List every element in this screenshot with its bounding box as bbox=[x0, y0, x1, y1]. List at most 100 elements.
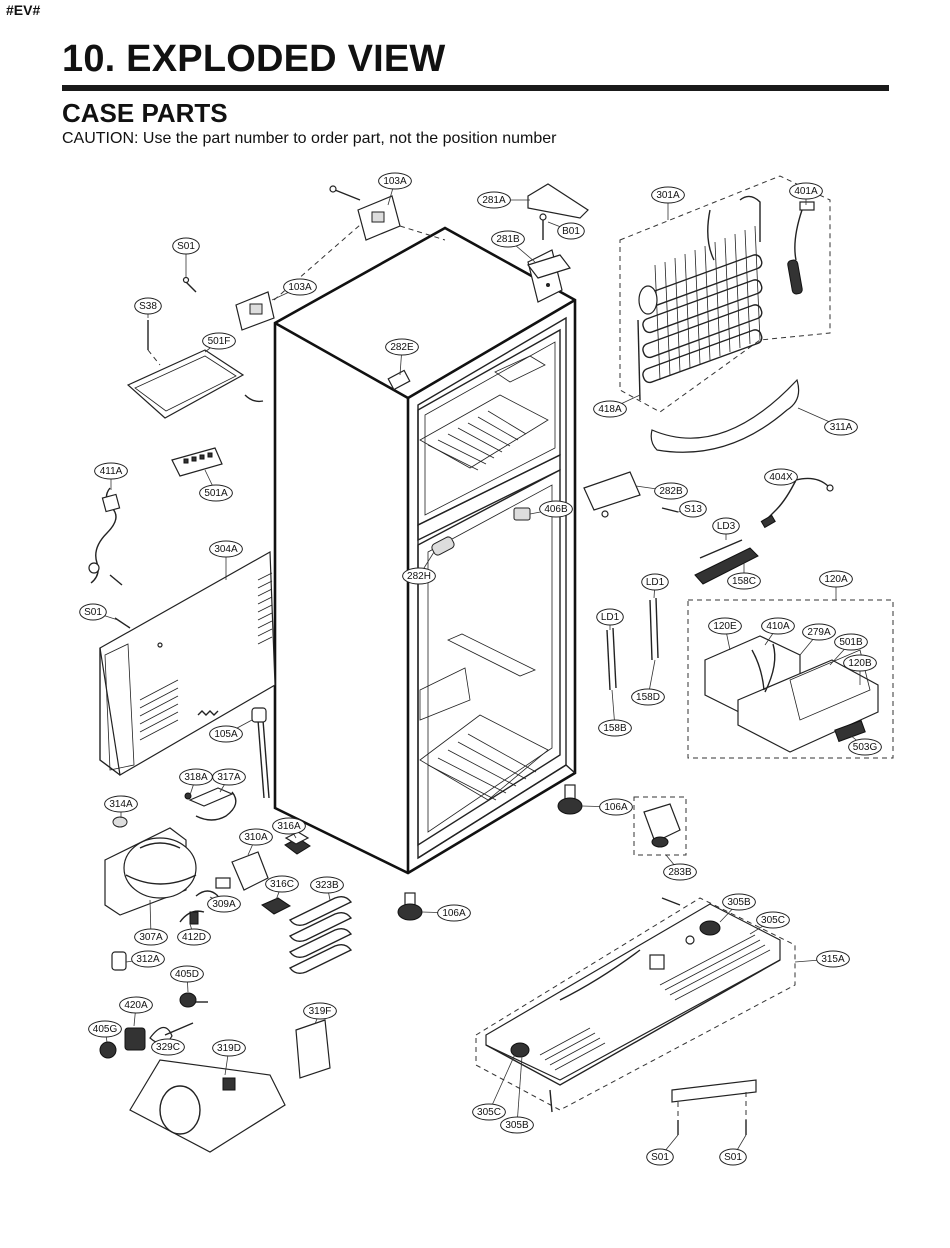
callout-text: S01 bbox=[724, 1152, 742, 1163]
callout-text: 323B bbox=[315, 880, 339, 891]
callout-text: 279A bbox=[807, 627, 831, 638]
compressor-section bbox=[99, 787, 353, 1153]
callout-329c: 329C bbox=[151, 1038, 185, 1056]
callout-text: 501B bbox=[839, 637, 863, 648]
callout-318a: 318A bbox=[179, 768, 213, 796]
callout-text: 281B bbox=[496, 234, 520, 245]
callout-314a: 314A bbox=[104, 795, 138, 818]
document-tag: #EV# bbox=[6, 2, 41, 18]
callout-120e: 120E bbox=[708, 617, 742, 651]
callout-text: 329C bbox=[156, 1042, 180, 1053]
callout-text: 501A bbox=[204, 488, 228, 499]
callout-text: 106A bbox=[442, 908, 466, 919]
callout-text: 305C bbox=[761, 915, 785, 926]
callout-text: 418A bbox=[598, 404, 622, 415]
callout-text: 120A bbox=[824, 574, 848, 585]
callout-281b: 281B bbox=[491, 230, 536, 263]
callout-305c-top: 305C bbox=[749, 911, 790, 935]
callout-317a: 317A bbox=[212, 768, 246, 793]
callout-158b: 158B bbox=[598, 689, 632, 737]
callout-404x: 404X bbox=[764, 468, 798, 486]
callout-158c: 158C bbox=[727, 560, 761, 590]
callout-b01: B01 bbox=[547, 221, 585, 240]
callout-text: 307A bbox=[139, 932, 163, 943]
callout-503g: 503G bbox=[848, 734, 882, 756]
callout-text: 158D bbox=[636, 692, 660, 703]
callout-text: 158C bbox=[732, 576, 756, 587]
led-parts bbox=[606, 539, 759, 691]
page-title: 10. EXPLODED VIEW bbox=[62, 38, 446, 80]
callout-305b-bot: 305B bbox=[500, 1055, 534, 1134]
callout-text: S38 bbox=[139, 301, 157, 312]
callout-text: 305C bbox=[477, 1107, 501, 1118]
callout-410a: 410A bbox=[761, 617, 795, 646]
callout-text: LD3 bbox=[717, 521, 736, 532]
callout-501a: 501A bbox=[199, 469, 233, 502]
callout-323b: 323B bbox=[310, 876, 344, 901]
callout-text: 309A bbox=[212, 899, 236, 910]
callout-text: B01 bbox=[562, 226, 580, 237]
callout-text: S01 bbox=[177, 241, 195, 252]
callout-text: 318A bbox=[184, 772, 208, 783]
callout-text: 404X bbox=[769, 472, 793, 483]
callout-ld3: LD3 bbox=[712, 517, 740, 540]
caution-note: CAUTION: Use the part number to order pa… bbox=[62, 130, 557, 147]
callout-text: 501F bbox=[208, 336, 231, 347]
section-title: CASE PARTS bbox=[62, 98, 228, 128]
callout-406b: 406B bbox=[529, 500, 573, 518]
callout-405d: 405D bbox=[170, 965, 204, 993]
callout-text: 158B bbox=[603, 723, 627, 734]
callout-text: 282E bbox=[390, 342, 414, 353]
callout-text: LD1 bbox=[646, 577, 665, 588]
bottom-bracket bbox=[671, 1079, 757, 1135]
callout-text: 103A bbox=[288, 282, 312, 293]
callout-text: 304A bbox=[214, 544, 238, 555]
callout-405g: 405G bbox=[88, 1020, 122, 1043]
callout-text: 401A bbox=[794, 186, 818, 197]
callout-text: 405G bbox=[93, 1024, 118, 1035]
callout-text: 410A bbox=[766, 621, 790, 632]
callout-312a: 312A bbox=[125, 950, 165, 968]
callout-text: 120B bbox=[848, 658, 872, 669]
callout-s01-left: S01 bbox=[79, 603, 119, 621]
callout-text: 283B bbox=[668, 867, 692, 878]
callout-315a: 315A bbox=[794, 950, 850, 968]
callout-text: LD1 bbox=[601, 612, 620, 623]
callout-105a: 105A bbox=[209, 719, 253, 743]
lower-cabinet-parts bbox=[251, 707, 687, 921]
callout-501f: 501F bbox=[202, 332, 236, 353]
callout-103a-top: 103A bbox=[378, 172, 412, 206]
callout-text: 406B bbox=[544, 504, 568, 515]
callout-text: 312A bbox=[136, 954, 160, 965]
callout-401a: 401A bbox=[789, 182, 823, 205]
callout-text: 281A bbox=[482, 195, 506, 206]
callout-305c-bot: 305C bbox=[472, 1051, 517, 1121]
callout-282b: 282B bbox=[635, 482, 688, 500]
callout-text: 305B bbox=[727, 897, 751, 908]
callout-text: 411A bbox=[100, 466, 123, 477]
callout-s01-b2: S01 bbox=[719, 1134, 747, 1166]
callout-158d: 158D bbox=[631, 659, 665, 706]
callout-ld1-a: LD1 bbox=[641, 573, 669, 599]
callout-106a-r: 106A bbox=[581, 798, 633, 816]
callout-282e: 282E bbox=[385, 338, 419, 376]
callout-103a-mid: 103A bbox=[271, 278, 317, 301]
callout-text: 106A bbox=[604, 802, 628, 813]
callout-text: 311A bbox=[830, 422, 853, 433]
callout-s01-top: S01 bbox=[172, 237, 200, 278]
base-plate-315a bbox=[475, 897, 796, 1113]
evaporator-assembly bbox=[526, 175, 834, 529]
callout-ld1-b: LD1 bbox=[596, 608, 624, 630]
callout-316c: 316C bbox=[265, 875, 299, 901]
callout-311a: 311A bbox=[797, 407, 858, 436]
title-rule bbox=[62, 85, 889, 91]
callout-316a: 316A bbox=[272, 817, 306, 839]
callout-text: S01 bbox=[651, 1152, 669, 1163]
callout-310a: 310A bbox=[239, 828, 273, 856]
callout-text: 316A bbox=[277, 821, 301, 832]
callout-309a: 309A bbox=[207, 895, 241, 913]
callout-319f: 319F bbox=[303, 1002, 337, 1025]
upper-left-parts bbox=[88, 185, 446, 586]
callout-279a: 279A bbox=[799, 623, 836, 656]
